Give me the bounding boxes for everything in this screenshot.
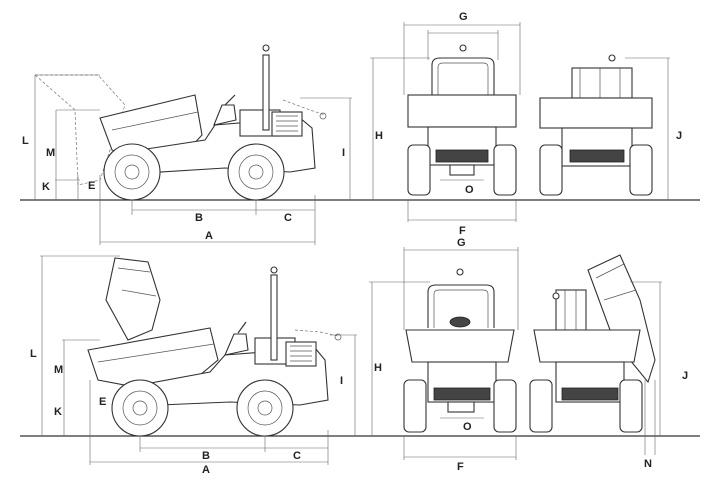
front-wheel-top xyxy=(227,143,285,201)
top-side-view xyxy=(20,44,700,245)
label-L-bottom: L xyxy=(30,348,37,360)
label-H-bottom: H xyxy=(374,362,382,374)
rear-wheel-top xyxy=(103,143,161,201)
label-B-bottom: B xyxy=(202,450,210,462)
right-wheel-front xyxy=(493,144,517,196)
label-I-top: I xyxy=(342,147,345,159)
left-wheel-front xyxy=(407,144,431,196)
left-wheel-front-bottom xyxy=(403,379,427,433)
label-C-bottom: C xyxy=(293,450,301,462)
label-I-bottom: I xyxy=(340,375,343,387)
right-wheel-front-bottom xyxy=(493,379,517,433)
left-wheel-rear-bottom xyxy=(529,379,553,433)
rops-rear-bottom xyxy=(555,289,587,331)
right-wheel-rear xyxy=(629,144,653,196)
skip-front xyxy=(407,94,517,128)
label-M-bottom: M xyxy=(54,364,63,376)
top-front-view xyxy=(370,22,521,222)
label-L-top: L xyxy=(22,135,29,147)
top-rear-view xyxy=(539,54,670,200)
label-A-bottom: A xyxy=(202,464,210,476)
left-wheel-rear xyxy=(539,144,563,196)
label-F-top: F xyxy=(459,225,466,237)
rear-wheel-bottom xyxy=(111,379,169,437)
right-wheel-rear-bottom xyxy=(619,379,643,433)
front-wheel-bottom xyxy=(236,379,294,437)
label-F-bottom: F xyxy=(457,461,464,473)
label-K-top: K xyxy=(42,181,50,193)
bottom-side-view xyxy=(20,255,700,465)
label-O-bottom: O xyxy=(463,421,472,433)
label-C-top: C xyxy=(284,212,292,224)
label-E-bottom: E xyxy=(99,396,106,408)
label-K-bottom: K xyxy=(54,406,62,418)
label-G-bottom: G xyxy=(457,237,466,249)
raised-skip xyxy=(105,257,161,341)
label-G-top: G xyxy=(459,11,468,23)
bottom-rear-view xyxy=(529,254,662,455)
skip-front-bottom xyxy=(405,329,515,363)
label-J-bottom: J xyxy=(682,370,688,382)
rops-rear xyxy=(571,67,633,99)
label-A-top: A xyxy=(205,230,213,242)
bottom-front-view xyxy=(369,247,519,460)
label-E-top: E xyxy=(88,180,95,192)
label-B-top: B xyxy=(195,212,203,224)
label-M-top: M xyxy=(46,147,55,159)
label-J-top: J xyxy=(676,130,682,142)
label-N-bottom: N xyxy=(644,458,652,470)
label-O-top: O xyxy=(465,184,474,196)
label-H-top: H xyxy=(375,130,383,142)
